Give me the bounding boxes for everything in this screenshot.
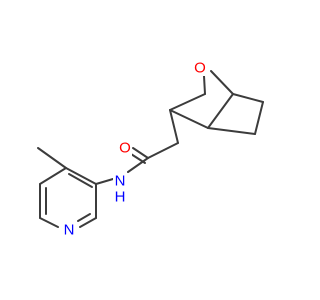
atom-labels: O O N H N: [62, 60, 207, 239]
bond-c2-c3: [169, 109, 209, 129]
bond-carbonyl-ch2: [147, 142, 179, 159]
amide-nitrogen-label: N: [115, 173, 126, 190]
bond-c1-o: [203, 75, 206, 95]
bond-o-c4: [210, 70, 234, 95]
bond-ring-nh: [95, 178, 114, 185]
bond-pyr-c5-c4: [65, 167, 97, 185]
bond-c2-c1: [169, 93, 206, 111]
bridge-oxygen-label: O: [194, 60, 206, 77]
bonds: [37, 70, 264, 228]
bond-pyr-c2-n: [39, 217, 59, 228]
bond-c6-c3: [207, 127, 256, 135]
bond-pyr-c3-c2-inner: [77, 213, 91, 222]
bond-pyr-c4-c4-inner: [68, 173, 93, 188]
pyridine-nitrogen-label: N: [64, 222, 75, 239]
bond-ch2-c2: [169, 109, 179, 144]
bond-c4-c5: [232, 93, 264, 103]
bond-pyr-c3-c2: [79, 217, 97, 228]
amide-hydrogen-label: H: [115, 189, 126, 206]
bond-pyr-c6-c5: [39, 167, 67, 185]
bond-c5-c6: [254, 101, 264, 135]
molecule-structure: O O N H N: [37, 60, 264, 239]
carbonyl-oxygen-label: O: [119, 140, 131, 157]
bond-carbonyl-o-double: [130, 153, 146, 164]
bond-carbonyl-o: [132, 147, 149, 159]
bond-c3-c4: [207, 93, 234, 129]
bond-nh-carbonyl: [127, 157, 149, 173]
bond-methyl: [37, 147, 67, 169]
